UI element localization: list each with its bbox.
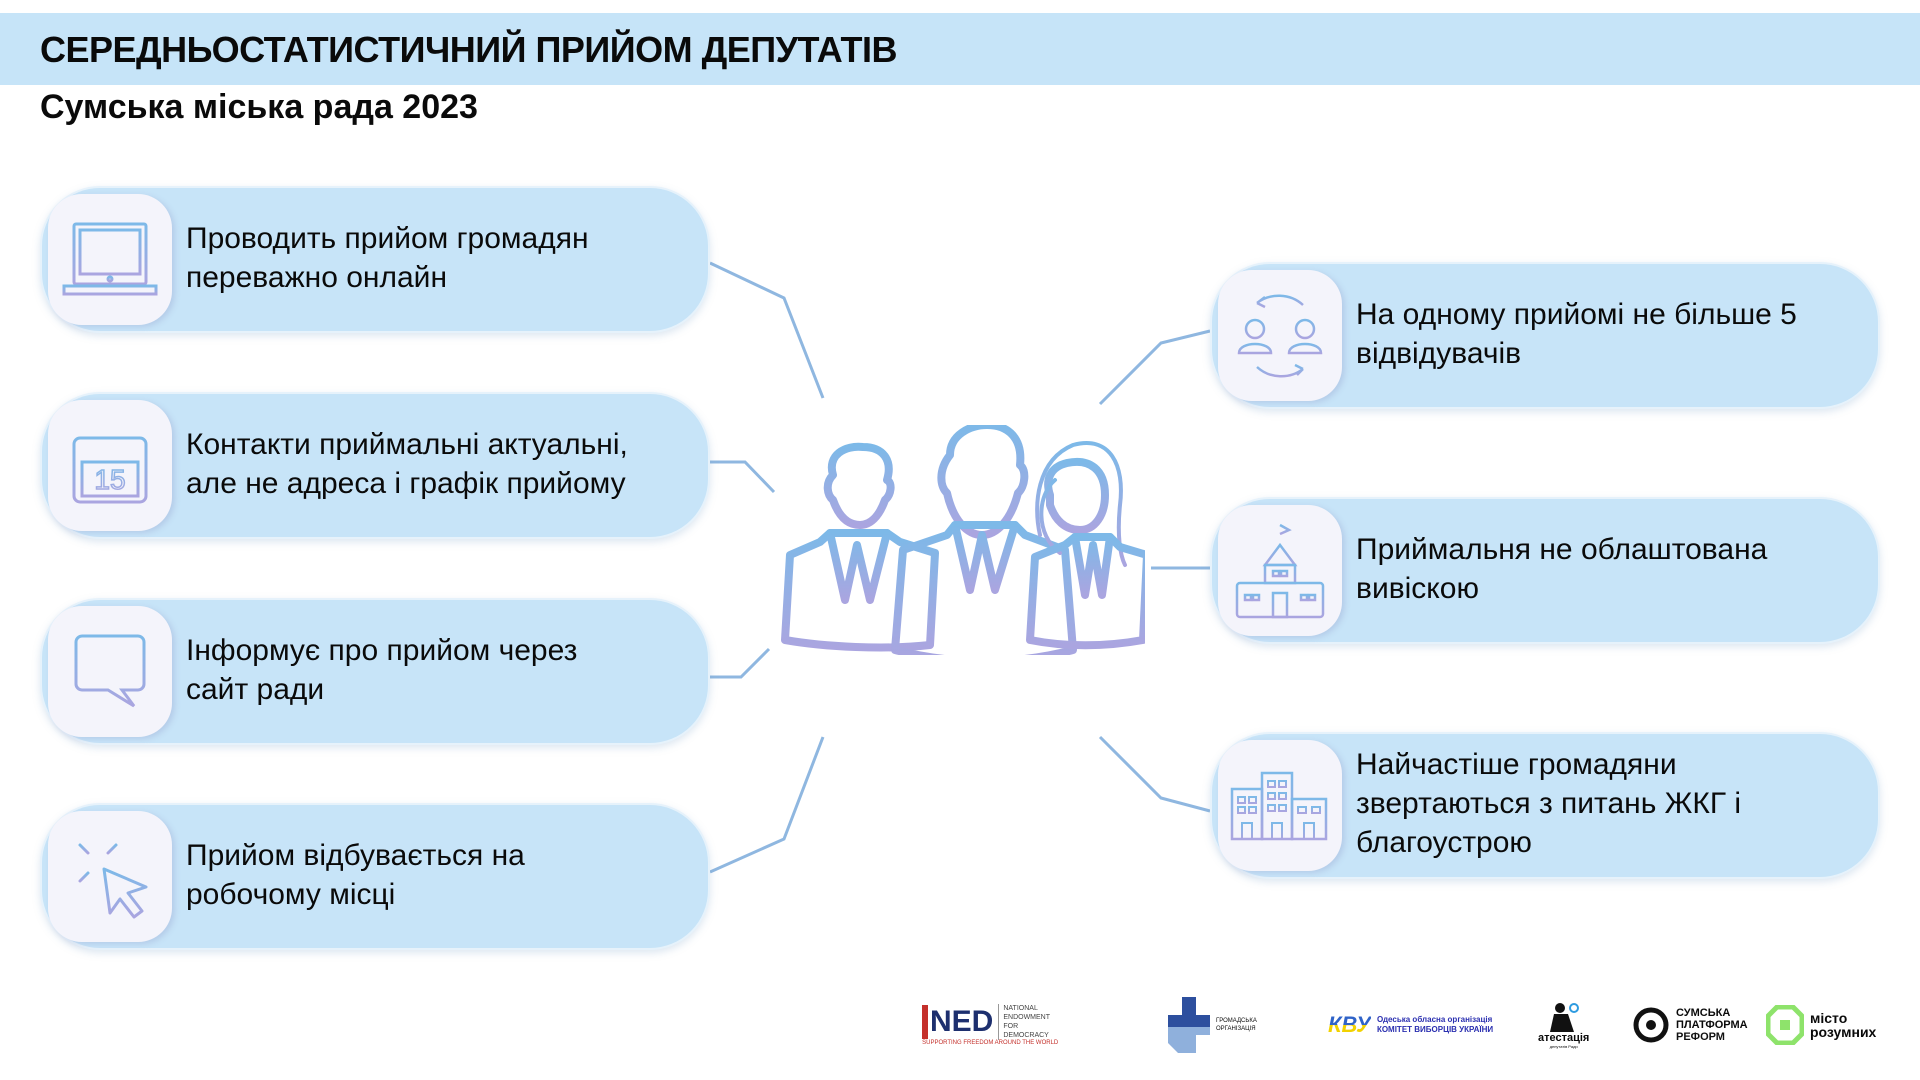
kvu-line1: Одеська обласна організація — [1376, 1015, 1493, 1024]
apartment-buildings-icon — [1230, 771, 1328, 840]
chat-icon — [74, 634, 146, 707]
connector-line — [709, 736, 825, 874]
spr-line1: СУМСЬКА — [1676, 1007, 1731, 1019]
green-octagon-icon — [1766, 1005, 1804, 1045]
icon-box — [48, 811, 172, 942]
card-text-line: робочому місці — [186, 877, 396, 911]
laptop-icon — [62, 222, 158, 295]
school-building-icon — [1235, 523, 1325, 618]
fact-card-housing-issues: Найчастіше громадяни звертаються з питань… — [1210, 732, 1880, 879]
connector-line — [710, 460, 776, 494]
calendar-icon: 15 — [72, 429, 148, 503]
connector-line — [710, 647, 771, 679]
icon-box — [48, 606, 172, 737]
people-exchange-icon — [1237, 294, 1323, 377]
card-text-line: Інформує про прийом через — [186, 633, 578, 667]
card-text-line: Проводить прийом громадян — [186, 221, 589, 255]
card-text-line: сайт ради — [186, 672, 325, 706]
misto-line2: розумних — [1810, 1024, 1877, 1040]
atest-sub: депутатів Ради — [1549, 1043, 1578, 1049]
misto-rozumnykh-logo: місто розумних — [1766, 995, 1876, 1055]
spr-line3: РЕФОРМ — [1676, 1031, 1725, 1043]
card-text-line: Прийом відбувається на — [186, 838, 525, 872]
go-name: ГРОМАДСЬКА ОРГАНІЗАЦІЯ — [1216, 1018, 1257, 1032]
card-text-line: Контакти приймальні актуальні, — [186, 427, 628, 461]
kvu-line2: КОМІТЕТ ВИБОРЦІВ УКРАЇНИ — [1376, 1025, 1494, 1034]
atest-name: атестація — [1538, 1031, 1590, 1044]
kvu-logo: КВУ Одеська обласна організація КОМІТЕТ … — [1328, 995, 1493, 1055]
sumy-reform-platform-logo: СУМСЬКА ПЛАТФОРМА РЕФОРМ — [1632, 995, 1748, 1055]
ned-logo: NED NATIONAL ENDOWMENT FOR DEMOCRACY SUP… — [922, 995, 1058, 1055]
icon-box — [1218, 505, 1342, 636]
connector-line — [709, 261, 825, 399]
kvu-mark: КВУ — [1328, 1012, 1371, 1037]
icon-box — [1218, 270, 1342, 401]
misto-line1: місто — [1810, 1010, 1848, 1026]
page-title: СЕРЕДНЬОСТАТИСТИЧНИЙ ПРИЙОМ ДЕПУТАТІВ — [40, 29, 897, 70]
fact-card-site-info: Інформує про прийом через сайт ради — [40, 598, 710, 745]
page-subtitle: Сумська міська рада 2023 — [40, 88, 478, 126]
fact-card-contacts: 15 Контакти приймальні актуальні, але не … — [40, 392, 710, 539]
card-text-line: звертаються з питань ЖКГ і — [1356, 787, 1742, 820]
deputy-figure-icon — [1549, 1002, 1579, 1032]
connector-line — [1098, 735, 1211, 813]
cursor-click-icon — [70, 835, 148, 918]
ned-tagline: SUPPORTING FREEDOM AROUND THE WORLD — [922, 1040, 1059, 1046]
icon-box: 15 — [48, 400, 172, 531]
icon-box — [1218, 740, 1342, 871]
deputies-group-icon — [781, 425, 1145, 655]
card-text-line: переважно онлайн — [186, 260, 448, 294]
ned-mark: NED — [922, 1005, 993, 1039]
icon-box — [48, 194, 172, 325]
atestatsiya-logo: атестація депутатів Ради — [1538, 995, 1589, 1055]
card-text-line: На одному прийомі не більше 5 — [1356, 297, 1797, 331]
fact-card-workplace: Прийом відбувається на робочому місці — [40, 803, 710, 950]
target-icon — [1633, 1007, 1669, 1043]
connector-line — [1098, 329, 1211, 406]
fact-card-visitors: На одному прийомі не більше 5 відвідувачі… — [1210, 262, 1880, 409]
go-logo: ГРОМАДСЬКА ОРГАНІЗАЦІЯ — [1168, 995, 1266, 1055]
card-text-line: Найчастіше громадяни — [1356, 748, 1677, 781]
fact-card-online-reception: Проводить прийом громадян переважно онлай… — [40, 186, 710, 333]
card-text-line: Приймальня не облаштована — [1356, 532, 1768, 566]
card-text-line: вивіскою — [1356, 571, 1479, 605]
cross-logo-icon — [1168, 997, 1210, 1053]
card-text-line: благоустрою — [1356, 826, 1532, 859]
fact-card-signage: Приймальня не облаштована вивіскою — [1210, 497, 1880, 644]
calendar-day: 15 — [94, 464, 125, 495]
card-text-line: але не адреса і графік прийому — [186, 466, 626, 500]
spr-line2: ПЛАТФОРМА — [1676, 1019, 1748, 1031]
header-band — [0, 13, 1920, 85]
ned-name: NATIONAL ENDOWMENT FOR DEMOCRACY — [998, 1004, 1058, 1040]
card-text-line: відвідувачів — [1356, 336, 1522, 370]
